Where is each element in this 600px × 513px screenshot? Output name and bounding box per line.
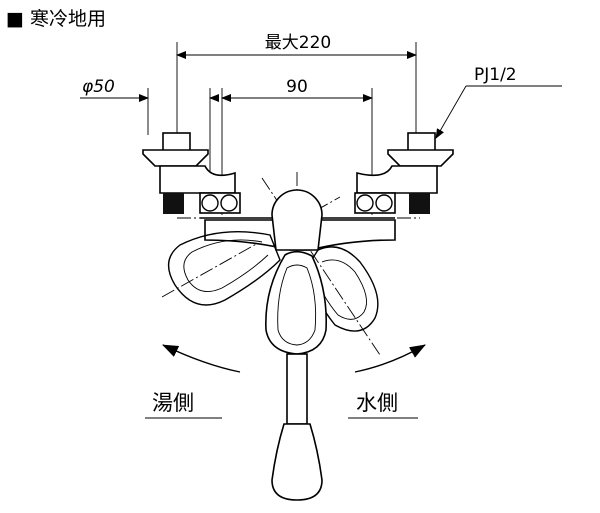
hot-side-label: 湯側 bbox=[152, 391, 194, 415]
svg-text:PJ1/2: PJ1/2 bbox=[474, 65, 517, 85]
right-valve bbox=[354, 132, 454, 214]
page-title: ■ 寒冷地用 bbox=[6, 8, 106, 30]
spout bbox=[271, 353, 323, 501]
svg-text:φ50: φ50 bbox=[82, 77, 115, 97]
lever-handle-center bbox=[265, 189, 328, 355]
left-valve bbox=[142, 132, 241, 214]
svg-text:90: 90 bbox=[286, 77, 308, 97]
max-width-dimension: 最大220 bbox=[176, 33, 417, 150]
thread-callout: PJ1/2 bbox=[435, 65, 562, 139]
rotation-arrows bbox=[162, 344, 426, 373]
svg-text:最大220: 最大220 bbox=[265, 33, 331, 53]
lever-handle-hot bbox=[167, 231, 281, 306]
cold-side-label: 水側 bbox=[356, 391, 398, 415]
